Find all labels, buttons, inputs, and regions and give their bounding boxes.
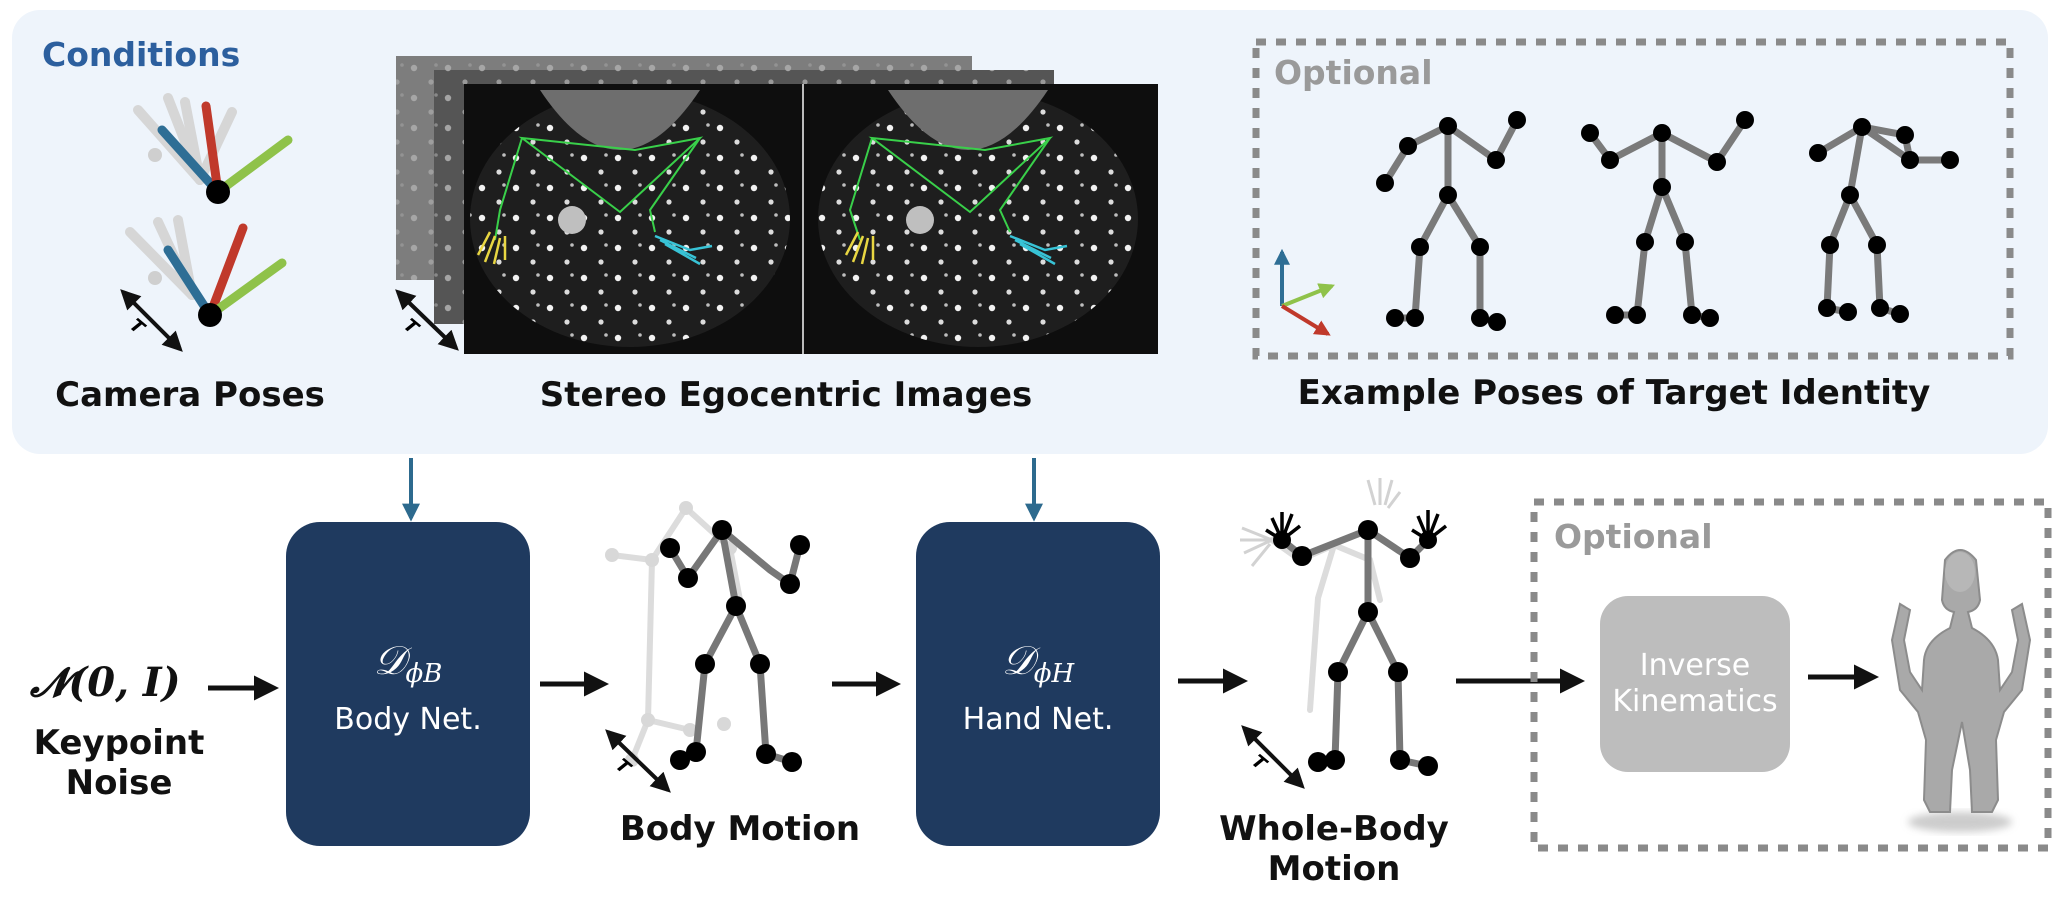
- whole-body-time-axis: [1241, 725, 1305, 789]
- body-net-box: [286, 522, 530, 846]
- body-motion-skeleton: [605, 501, 810, 793]
- hand-net-subscript: ϕH: [1033, 659, 1075, 689]
- body-net-symbol: 𝒟ϕB: [374, 640, 443, 688]
- example-poses-label: Example Poses of Target Identity: [1297, 373, 1931, 413]
- body-net-label: Body Net.: [334, 702, 482, 737]
- camera-time-axis: [120, 289, 183, 352]
- body-motion-time-axis: [605, 729, 671, 793]
- whole-body-label-line1: Whole-Body: [1219, 809, 1449, 849]
- camera-pose-glyph: [133, 93, 293, 204]
- ik-label-line1: Inverse: [1639, 648, 1751, 683]
- body-net-subscript: ϕB: [405, 659, 443, 689]
- whole-body-label-line2: Motion: [1267, 849, 1401, 889]
- stereo-egocentric-images: [395, 56, 1158, 354]
- body-motion-label: Body Motion: [619, 809, 861, 849]
- mesh-figure: [1890, 549, 2032, 832]
- optional-ik-box: [1530, 498, 2052, 852]
- hand-net-box: [916, 522, 1160, 846]
- ik-label-line2: Kinematics: [1612, 684, 1778, 719]
- stereo-images-label: Stereo Egocentric Images: [539, 375, 1033, 415]
- hand-net-label: Hand Net.: [962, 702, 1114, 737]
- body-net-symbol-d: 𝒟: [373, 638, 406, 684]
- whole-body-skeleton: [1240, 478, 1448, 789]
- noise-formula: 𝓝(0, I): [30, 659, 181, 706]
- camera-poses-label: Camera Poses: [55, 375, 325, 415]
- conditions-heading: Conditions: [42, 35, 241, 74]
- stereo-time-axis: [395, 289, 459, 351]
- hand-net-symbol-d: 𝒟: [1001, 638, 1034, 684]
- optional-target-box: [1252, 38, 2014, 360]
- optional-tag-top: Optional: [1274, 53, 1433, 92]
- hand-net-symbol: 𝒟ϕH: [1002, 640, 1074, 688]
- axes-glyph: [1274, 248, 1335, 336]
- example-pose-3: [1809, 118, 1959, 323]
- noise-label-line2: Noise: [65, 763, 173, 803]
- noise-label-line1: Keypoint: [33, 723, 205, 763]
- example-pose-1: [1376, 111, 1526, 331]
- camera-pose-glyph-2: [120, 215, 287, 352]
- example-pose-2: [1581, 111, 1754, 327]
- inverse-kinematics-box: [1600, 596, 1790, 772]
- optional-tag-bottom: Optional: [1554, 517, 1713, 556]
